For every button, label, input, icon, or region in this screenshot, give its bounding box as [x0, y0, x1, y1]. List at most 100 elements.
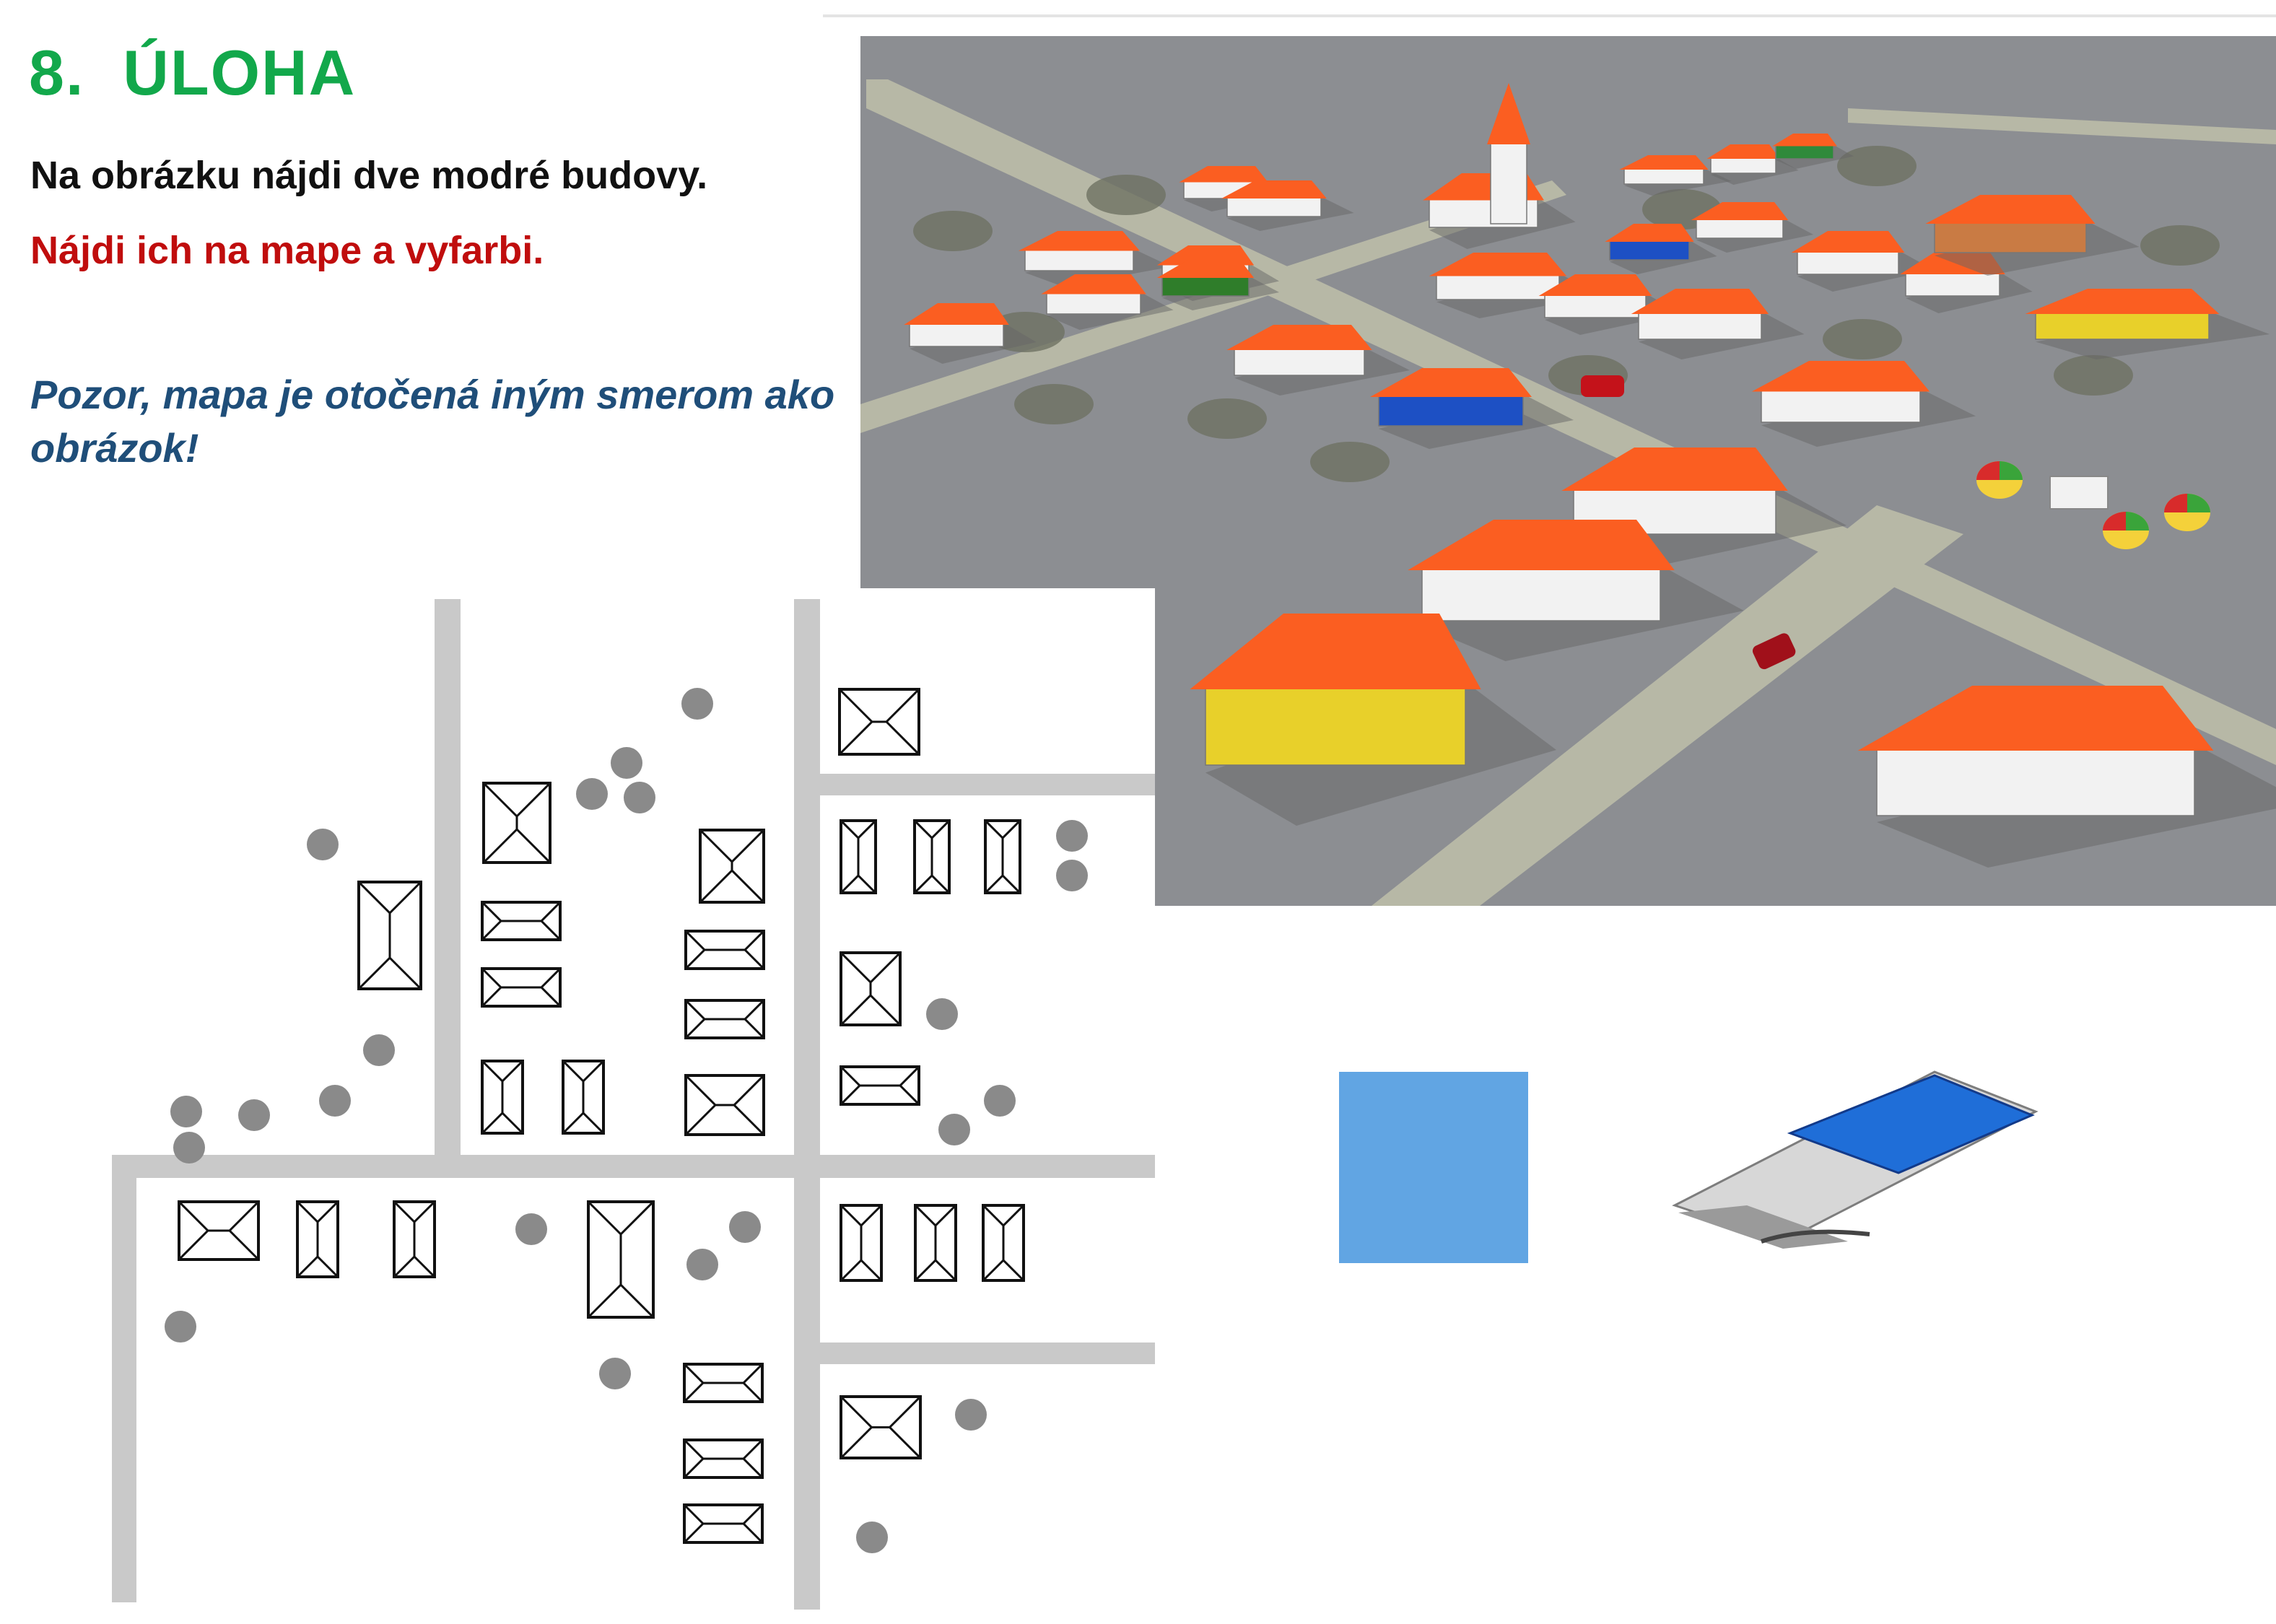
building-roof — [1751, 361, 1930, 392]
building-plan-icon — [178, 1200, 260, 1261]
roof-ridge — [619, 1200, 655, 1319]
map-road — [435, 599, 461, 1162]
scene-umbrella-stripe — [2000, 461, 2023, 480]
tree-symbol-icon — [238, 1099, 270, 1131]
scene-church — [1487, 83, 1530, 224]
tree-symbol-icon — [170, 1096, 202, 1127]
roof-ridge — [857, 819, 877, 894]
roof-ridge — [1001, 819, 1021, 894]
building-wall — [1797, 250, 1899, 275]
church-spire — [1487, 83, 1530, 144]
tree-symbol-icon — [984, 1085, 1016, 1117]
building-roof — [1857, 686, 2214, 751]
scene-building — [1408, 520, 1744, 661]
scene-building — [1706, 144, 1799, 185]
legend-content — [1339, 1070, 2039, 1263]
building-plan-icon — [684, 999, 765, 1039]
scene-shrub — [1014, 384, 1094, 424]
tree-symbol-icon — [729, 1211, 761, 1243]
building-plan-icon — [840, 951, 902, 1026]
building-plan-icon — [482, 782, 551, 864]
roof-ridge — [684, 1018, 765, 1039]
tree-symbol-icon — [363, 1034, 395, 1066]
roof-ridge — [683, 1381, 764, 1403]
blue-roof-building-icon — [1672, 1070, 2039, 1249]
scene-building — [1925, 195, 2140, 276]
tree-symbol-icon — [856, 1522, 888, 1553]
building-plan-icon — [683, 1363, 764, 1403]
building-plan-icon — [683, 1439, 764, 1479]
building-plan-icon — [481, 1060, 524, 1135]
building-wall — [1573, 486, 1776, 535]
scene-shrub — [1187, 398, 1267, 439]
scene-umbrella-stripe — [1976, 461, 2000, 480]
church-tower — [1490, 136, 1527, 224]
roof-ridge — [316, 1200, 339, 1278]
building-roof — [1179, 166, 1268, 183]
building-blue-roof — [1787, 1074, 2035, 1174]
scene-shrub — [913, 211, 993, 251]
scene-shrub — [1823, 319, 1902, 359]
building-wall — [909, 322, 1004, 347]
scene-building — [1019, 231, 1172, 287]
building-wall — [1161, 275, 1250, 297]
building-plan-icon — [684, 930, 765, 970]
scene-building — [2025, 289, 2270, 359]
building-wall — [1205, 681, 1466, 766]
scene-road-front — [1372, 505, 1963, 906]
scene-building — [1605, 224, 1717, 274]
scene-building — [1691, 202, 1813, 253]
building-plan-icon — [683, 1503, 764, 1544]
building-roof — [1706, 144, 1780, 159]
roof-ridge — [840, 1426, 922, 1459]
tree-symbol-icon — [307, 829, 339, 860]
building-roof — [2025, 289, 2220, 314]
scene-umbrella-stripe — [2126, 512, 2149, 531]
building-roof — [1408, 520, 1675, 570]
tree-symbol-icon — [611, 747, 642, 779]
scene-umbrella-stripe — [2103, 512, 2126, 531]
building-plan-icon — [840, 1065, 920, 1106]
scene-shrub — [1086, 175, 1166, 215]
building-roof — [1041, 274, 1146, 294]
building-plan-icon — [481, 967, 562, 1008]
tree-symbol-icon — [955, 1399, 987, 1431]
building-plan-icon — [699, 829, 765, 904]
building-roof — [1561, 448, 1788, 491]
scene-road-cross — [860, 180, 1566, 433]
building-roof — [1925, 195, 2096, 224]
building-plan-icon — [481, 901, 562, 941]
scene-shrub — [1837, 146, 1917, 186]
map-road — [814, 1343, 1155, 1364]
building-wall — [1421, 564, 1661, 621]
scene-building — [1538, 274, 1681, 335]
building-roof — [1156, 260, 1255, 278]
roof-ridge — [515, 782, 551, 864]
roof-ridge — [684, 948, 765, 970]
building-roof — [1221, 180, 1327, 198]
tree-symbol-icon — [165, 1311, 196, 1343]
building-plan-icon — [982, 1204, 1025, 1282]
building-wall — [1436, 273, 1560, 300]
tree-symbol-icon — [173, 1132, 205, 1164]
scene-shrub — [2140, 225, 2220, 266]
tree-symbol-icon — [576, 778, 608, 810]
map-road — [814, 774, 1155, 795]
scene-kiosk — [2049, 476, 2109, 510]
building-wall — [1226, 196, 1322, 217]
scene-building — [1156, 260, 1279, 310]
building-roof — [904, 303, 1009, 325]
building-roof — [1772, 134, 1837, 147]
building-plan-icon — [984, 819, 1021, 894]
page-title: 8. ÚLOHA — [29, 37, 357, 108]
building-plan-icon — [838, 688, 920, 756]
scene-car — [1581, 375, 1624, 397]
building-plan-icon — [840, 1204, 883, 1282]
scene-road-far — [1848, 108, 2276, 144]
roof-ridge — [582, 1060, 605, 1135]
tree-symbol-icon — [926, 998, 958, 1030]
building-roof — [1429, 253, 1567, 276]
building-roof — [1019, 231, 1140, 251]
